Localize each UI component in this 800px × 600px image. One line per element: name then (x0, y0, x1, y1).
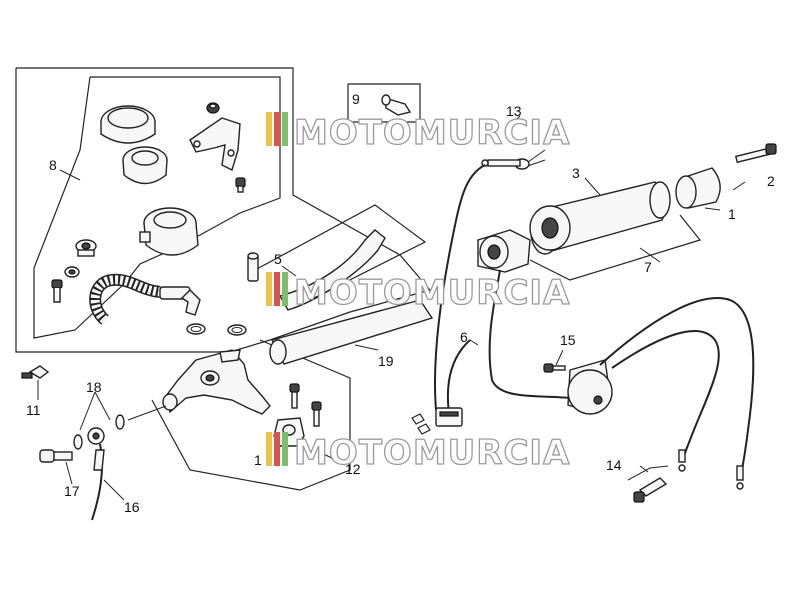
svg-text:MOTOMURCIA: MOTOMURCIA (294, 433, 570, 473)
callout-5: 5 (274, 251, 282, 267)
throttle-housing (477, 229, 531, 273)
cable-adjuster (633, 477, 668, 503)
lever-pin (247, 252, 259, 282)
callout-14: 14 (606, 457, 622, 473)
group-frame-master-cylinder (151, 339, 351, 491)
bolt-reservoir (51, 279, 63, 303)
grip-frame (529, 214, 702, 281)
switch-cables-2 (611, 330, 720, 463)
throttle-cable (433, 164, 486, 411)
connector-terminals (411, 413, 431, 435)
reservoir-clamp (139, 207, 199, 256)
group-frame-reservoir (15, 67, 432, 353)
control-switch (567, 359, 613, 415)
reservoir-body (122, 146, 168, 185)
callout-12: 12 (345, 461, 361, 477)
adjuster-leader (627, 465, 669, 481)
switch-cables (599, 297, 755, 481)
callout-7: 7 (644, 259, 652, 275)
clamp-screw-1 (289, 383, 300, 409)
wire-connector (435, 407, 463, 427)
switch-screw (543, 363, 566, 373)
grommet (75, 239, 97, 257)
bar-end-bolt (734, 143, 777, 164)
screw-bracket (235, 177, 246, 193)
watermark-bottom: MOTOMURCIA (266, 432, 570, 474)
copper-washer-1 (73, 434, 83, 450)
hose-fitting-elbow (159, 286, 201, 316)
reservoir-cap (100, 105, 156, 144)
cable-end-2 (736, 465, 744, 490)
copper-washer-2 (115, 414, 125, 430)
callout-8: 8 (49, 157, 57, 173)
group-frame-9 (347, 83, 421, 123)
protective-tube (269, 299, 434, 365)
callout-18: 18 (86, 379, 102, 395)
callout-16: 16 (124, 499, 140, 515)
callout-6: 6 (460, 329, 468, 345)
callout-19: 19 (378, 353, 394, 369)
washer-small (64, 266, 80, 278)
callout-4: 4 (532, 290, 540, 306)
callout-13: 13 (506, 103, 522, 119)
callout-10: 1 (254, 452, 262, 468)
bar-end-weight (675, 167, 721, 209)
throttle-cable-end (481, 149, 546, 170)
callout-1-bar-end: 1 (728, 206, 736, 222)
watermark-top: MOTOMURCIA (266, 112, 570, 154)
callout-3: 3 (572, 165, 580, 181)
o-ring (186, 323, 206, 335)
cable-end-1 (678, 449, 686, 472)
clutch-lever (278, 229, 386, 311)
clamp-screw-2 (311, 401, 322, 427)
grip-sleeve (529, 205, 571, 251)
washer-master (227, 324, 247, 336)
svg-text:MOTOMURCIA: MOTOMURCIA (294, 113, 570, 153)
banjo-bolt (39, 449, 73, 463)
brake-hose (87, 427, 105, 521)
leader-lines (37, 115, 746, 501)
svg-text:MOTOMURCIA: MOTOMURCIA (294, 273, 570, 313)
group-frame-reservoir-inner (33, 76, 281, 339)
bar-end-insert (381, 94, 412, 116)
lever-frame (254, 204, 427, 301)
reservoir-hose (89, 273, 161, 325)
switch-wiring (488, 269, 571, 399)
watermark-middle: MOTOMURCIA (266, 272, 570, 314)
master-cylinder (162, 349, 271, 415)
nut-top (206, 102, 220, 114)
callout-17: 17 (64, 483, 80, 499)
callout-11: 11 (26, 402, 41, 418)
callout-2: 2 (767, 173, 775, 189)
hose-connect-line (127, 405, 167, 421)
callout-9: 9 (352, 91, 360, 107)
callout-15: 15 (560, 332, 576, 348)
bleed-valve (21, 365, 50, 379)
reservoir-bracket (189, 117, 241, 171)
